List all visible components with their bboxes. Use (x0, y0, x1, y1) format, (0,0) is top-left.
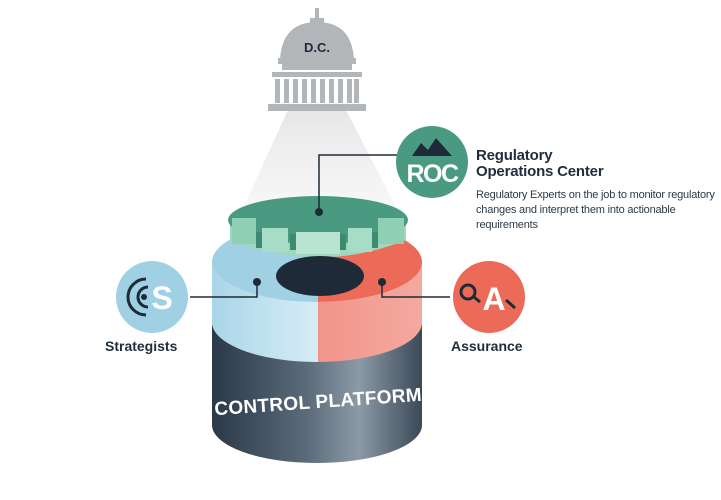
strategists-connector-dot (253, 278, 261, 286)
strategists-badge-letter: S (151, 280, 172, 316)
assurance-connector-dot (378, 278, 386, 286)
strategists-label: Strategists (105, 338, 178, 354)
assurance-segment-side (318, 262, 423, 362)
magnifier-icon (459, 283, 477, 301)
strategists-segment-side (211, 262, 318, 363)
strategists-badge: S (116, 261, 188, 333)
roc-badge: ROC (396, 126, 468, 198)
target-icon (126, 277, 149, 317)
assurance-badge: A (453, 261, 525, 333)
mountain-icon (412, 138, 452, 156)
capitol-label: D.C. (304, 40, 330, 55)
capitol-building-icon: D.C. (268, 8, 366, 111)
roc-title-line2: Operations Center (476, 163, 604, 180)
connector-lines (190, 154, 450, 298)
roc-gear-ring (228, 196, 408, 258)
roc-connector-dot (315, 208, 323, 216)
roc-title: Regulatory Operations Center (476, 148, 676, 180)
roc-badge-label: ROC (406, 160, 459, 188)
assurance-badge-letter: A (482, 281, 505, 317)
assurance-label: Assurance (451, 338, 523, 354)
center-hole (276, 256, 364, 296)
roc-description: Regulatory Experts on the job to monitor… (476, 189, 715, 231)
light-beam (240, 110, 400, 215)
roc-title-line1: Regulatory (476, 147, 553, 164)
